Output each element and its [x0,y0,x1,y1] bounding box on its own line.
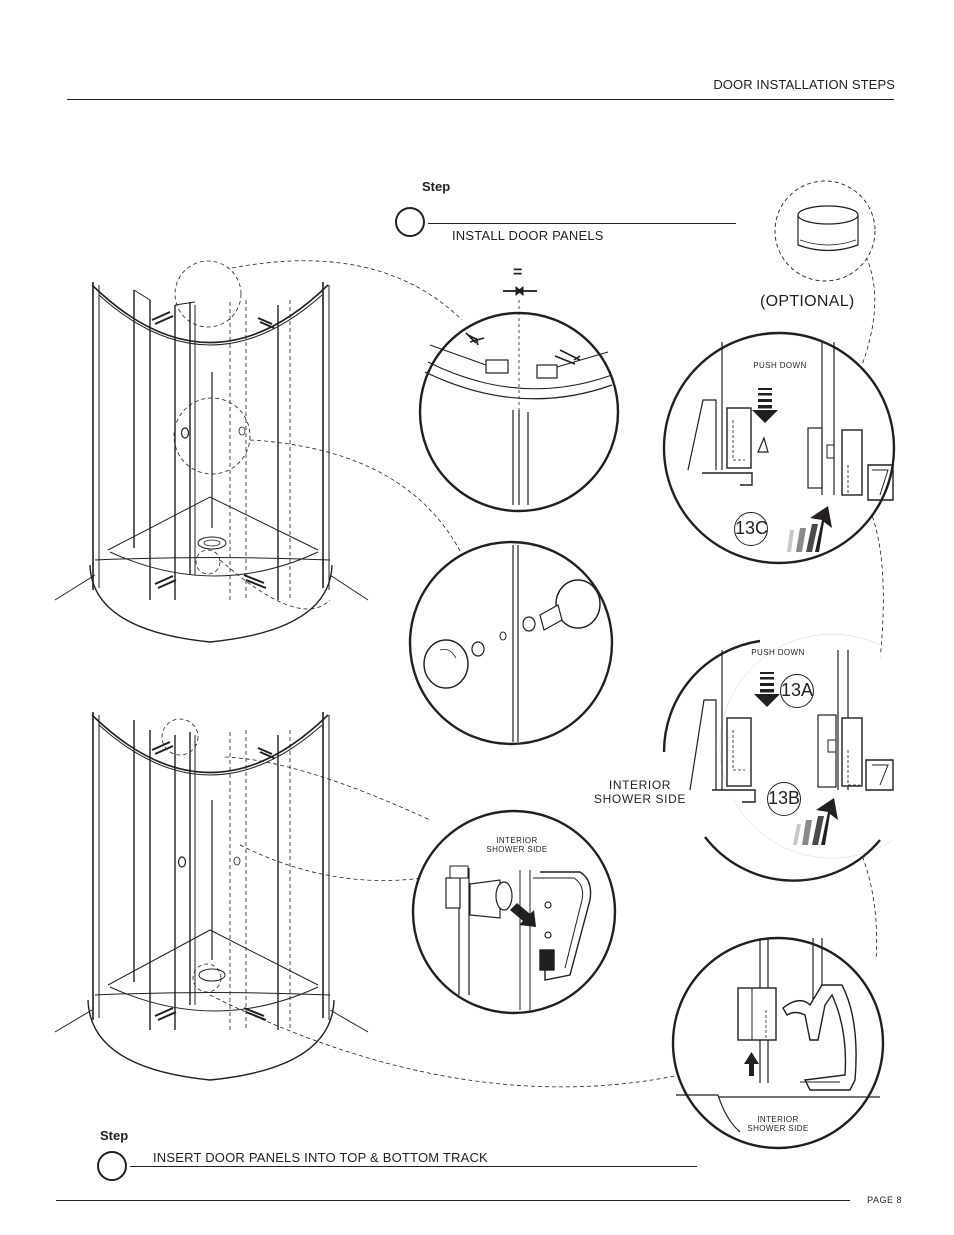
interior-detail-line1: INTERIOR [496,836,538,845]
interior-shower-side-label-detail: INTERIOR SHOWER SIDE [472,836,562,854]
detail-bottom-track-circle [671,936,885,1150]
callout-13a: 13A [780,674,814,708]
detail-knob-circle [408,540,614,746]
detail-13a-13b-circle [662,634,894,882]
optional-label: (OPTIONAL) [760,293,855,310]
equal-gap-mark: = [513,264,523,281]
footer-divider [56,1200,850,1201]
step-top-instruction: INSTALL DOOR PANELS [452,228,604,243]
detail-joint-circle [418,285,620,513]
step-top-rule [428,223,736,224]
header-divider [67,99,894,100]
interior-shower-side-label-large: INTERIOR SHOWER SIDE [580,778,700,806]
shower-enclosure-bottom [54,712,369,1081]
callout-13b: 13B [767,782,801,816]
rotate-arrow-13b [793,798,838,845]
interior-shower-side-label-bottom: INTERIOR SHOWER SIDE [733,1115,823,1133]
push-down-label-2: PUSH DOWN [751,648,805,657]
detail-circles-top [173,260,251,575]
push-down-arrow-2 [754,672,780,707]
optional-cap-circle [774,180,876,282]
interior-bottom-line2: SHOWER SIDE [747,1124,809,1133]
dashed-connectors [209,209,884,1088]
step-bottom-number-circle [97,1151,127,1181]
interior-label-line2: SHOWER SIDE [594,792,686,806]
rotate-arrow-13c [787,506,832,552]
detail-13c-circle [662,331,896,565]
detail-circles-bottom [161,718,222,993]
page-number: PAGE 8 [867,1195,902,1205]
callout-13c: 13C [734,512,768,546]
push-up-arrow [744,1052,759,1076]
push-down-label-1: PUSH DOWN [753,361,807,370]
interior-detail-line2: SHOWER SIDE [486,845,548,854]
detail-interior-circle [411,809,617,1015]
step-top-number-circle [395,207,425,237]
step-bottom-rule [130,1166,697,1167]
step-bottom-instruction: INSERT DOOR PANELS INTO TOP & BOTTOM TRA… [153,1150,488,1165]
push-down-arrow-1 [752,388,778,423]
page-header-title: DOOR INSTALLATION STEPS [713,77,895,92]
step-top-label: Step [422,179,451,194]
interior-bottom-line1: INTERIOR [757,1115,799,1124]
interior-label-line1: INTERIOR [608,778,672,792]
shower-enclosure-top [54,282,369,643]
step-bottom-label: Step [100,1128,129,1143]
